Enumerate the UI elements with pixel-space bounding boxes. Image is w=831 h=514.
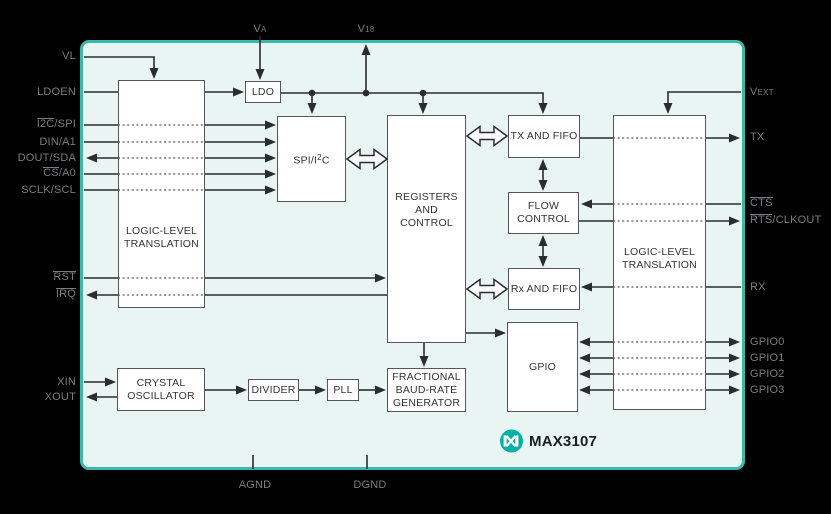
part-number: MAX3107 bbox=[529, 433, 598, 450]
block-crystal-oscillator: CRYSTAL OSCILLATOR bbox=[117, 368, 205, 411]
pin-label-agnd: AGND bbox=[238, 479, 272, 491]
pin-label-vl: VL bbox=[62, 50, 76, 62]
pin-label-sclk-scl: SCLK/SCL bbox=[21, 184, 76, 196]
block-ldo: LDO bbox=[245, 81, 281, 103]
pin-label-vext: VEXT bbox=[750, 86, 774, 98]
pin-label-cs-a0: CS/A0 bbox=[43, 167, 76, 179]
pin-label-tx: TX bbox=[750, 131, 765, 143]
pin-label-dout-sda: DOUT/SDA bbox=[17, 152, 76, 164]
block-spi-i2c: SPI/I2C bbox=[277, 116, 346, 202]
pin-label-rx: RX bbox=[750, 281, 766, 293]
pin-label-rts-clkout: RTS/CLKOUT bbox=[750, 214, 822, 226]
block-tx-and-fifo: TX AND FIFO bbox=[508, 115, 580, 158]
pin-label-dgnd: DGND bbox=[353, 479, 387, 491]
block-rx-and-fifo: Rx AND FIFO bbox=[508, 268, 580, 310]
pin-label-i2c-spi: I2C/SPI bbox=[36, 118, 76, 130]
pin-label-v18: V18 bbox=[357, 23, 375, 35]
pin-label-din-a1: DIN/A1 bbox=[39, 136, 76, 148]
block-left-logic-level-translation: LOGIC-LEVEL TRANSLATION bbox=[118, 80, 205, 308]
block-pll: PLL bbox=[327, 379, 359, 401]
pin-label-xout: XOUT bbox=[44, 391, 76, 403]
pin-label-gpio0: GPIO0 bbox=[750, 336, 785, 348]
block-divider: DIVIDER bbox=[248, 379, 299, 401]
pin-label-va: VA bbox=[253, 23, 267, 35]
block-registers-and-control: REGISTERS AND CONTROL bbox=[387, 115, 466, 343]
pin-label-gpio2: GPIO2 bbox=[750, 368, 785, 380]
block-fractional-baud-rate-generator: FRACTIONAL BAUD-RATE GENERATOR bbox=[387, 368, 466, 412]
pin-label-ldoen: LDOEN bbox=[37, 86, 76, 98]
block-right-logic-level-translation: LOGIC-LEVEL TRANSLATION bbox=[613, 115, 706, 410]
block-flow-control: FLOW CONTROL bbox=[508, 192, 579, 234]
pin-label-xin: XIN bbox=[57, 376, 76, 388]
block-gpio: GPIO bbox=[507, 322, 578, 412]
pin-label-rst: RST bbox=[53, 271, 76, 283]
pin-label-gpio3: GPIO3 bbox=[750, 384, 785, 396]
pin-label-gpio1: GPIO1 bbox=[750, 352, 785, 364]
pin-label-irq: IRQ bbox=[55, 288, 76, 300]
pin-label-cts: CTS bbox=[750, 197, 773, 209]
